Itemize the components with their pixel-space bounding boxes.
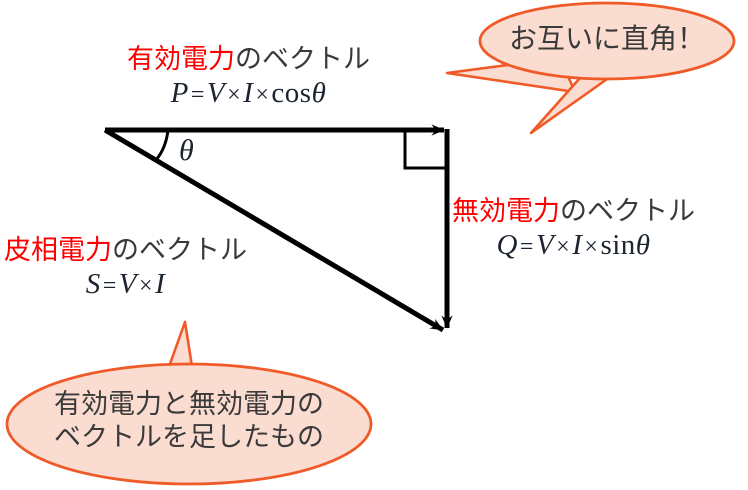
active-power-formula: P=V×I×cosθ [127,77,370,109]
reactive-power-term: 無効電力のベクトル [452,196,695,226]
reactive-power-symbol: Q [496,229,518,262]
theta-arc [154,128,170,162]
reactive-power-sin: sin [600,229,636,262]
apparent-power-equals: = [102,273,117,300]
apparent-power-formula: S=V×I [4,268,247,300]
reactive-power-label: 無効電力のベクトル Q=V×I×sinθ [452,196,695,262]
reactive-power-term-suffix: のベクトル [560,196,695,226]
apparent-power-current: I [155,268,166,301]
active-power-symbol: P [170,77,189,110]
active-power-times-1: × [227,82,242,109]
reactive-power-theta: θ [635,229,651,262]
theta-label: θ [179,134,194,167]
active-power-term-suffix: のベクトル [235,44,370,74]
active-power-voltage: V [206,77,226,110]
apparent-power-keyword: 皮相電力 [4,235,112,265]
sum-note-callout-bubble [5,362,373,486]
active-power-cos: cos [271,77,312,110]
active-power-term: 有効電力のベクトル [127,44,370,74]
active-power-label: 有効電力のベクトル P=V×I×cosθ [127,44,370,110]
active-power-equals: = [190,82,205,109]
reactive-power-keyword: 無効電力 [452,196,560,226]
apparent-power-vector [103,127,445,333]
apparent-power-symbol: S [85,268,101,301]
reactive-power-equals: = [519,234,534,261]
active-power-current: I [243,77,254,110]
apparent-power-term: 皮相電力のベクトル [4,235,247,265]
apparent-power-term-suffix: のベクトル [112,235,247,265]
apparent-power-label: 皮相電力のベクトル S=V×I [4,235,247,301]
active-power-times-2: × [255,82,270,109]
reactive-power-times-1: × [556,234,571,261]
apparent-power-times-1: × [139,273,154,300]
apparent-power-voltage: V [118,268,138,301]
reactive-power-current: I [572,229,583,262]
right-angle-marker [403,131,445,170]
active-power-theta: θ [311,77,327,110]
reactive-power-voltage: V [535,229,555,262]
active-power-keyword: 有効電力 [127,44,235,74]
reactive-power-times-2: × [584,234,599,261]
right-angle-callout-bubble [478,1,736,81]
reactive-power-formula: Q=V×I×sinθ [452,229,695,261]
